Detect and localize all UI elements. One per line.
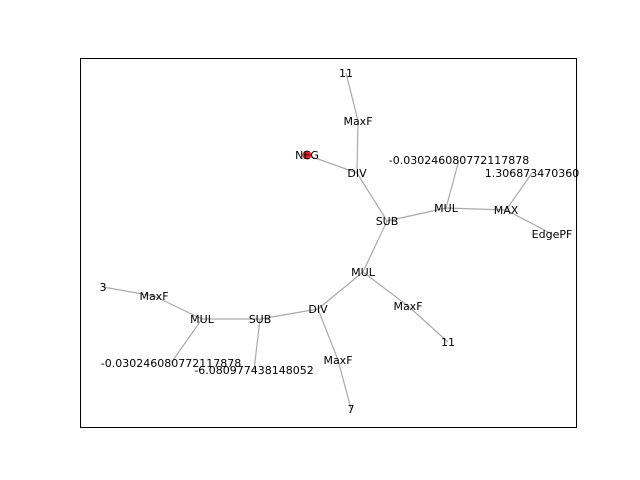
node-label-n-maxf-low: MaxF bbox=[323, 354, 352, 367]
edge-n_mul_mid-n_div_low bbox=[317, 271, 364, 310]
edge-n_max-n_edgepf bbox=[505, 209, 553, 235]
edge-n_maxf_right-n_11_right bbox=[407, 305, 449, 343]
highlight-node-marker bbox=[302, 150, 312, 160]
node-label-n-const-c: -6.080977438148052 bbox=[194, 364, 313, 377]
edge-n_sub_low-n_const_c bbox=[253, 318, 261, 371]
edge-n_mul_left-n_const_d bbox=[170, 318, 203, 364]
plot-frame bbox=[80, 58, 577, 428]
node-label-n-mul-mid: MUL bbox=[351, 266, 376, 279]
node-label-n-const-b: 1.306873470360 bbox=[485, 167, 579, 180]
node-label-n-3: 3 bbox=[100, 281, 107, 294]
node-label-n-11-right: 11 bbox=[441, 336, 455, 349]
node-label-n-neg: NEG bbox=[295, 149, 319, 162]
edge-n_div_top-n_neg bbox=[306, 154, 358, 174]
node-label-n-div-low: DIV bbox=[308, 303, 328, 316]
edge-n_max-n_const_b bbox=[505, 172, 533, 211]
node-label-n-mul-right: MUL bbox=[434, 202, 459, 215]
node-label-n-maxf-right: MaxF bbox=[393, 300, 422, 313]
edge-n_mul_right-n_max bbox=[445, 207, 507, 211]
node-label-n-maxf-left: MaxF bbox=[139, 290, 168, 303]
node-label-n-edgepf: EdgePF bbox=[532, 228, 573, 241]
edge-n_div_low-n_sub_low bbox=[259, 308, 319, 320]
edge-n_maxf_top-n_11_top bbox=[345, 72, 359, 122]
edge-n_div_low-n_maxf_low bbox=[317, 308, 339, 361]
label-layer: SUBDIVMaxF11NEGMUL-0.030246080772117878M… bbox=[100, 67, 580, 416]
edge-n_maxf_low-n_7 bbox=[337, 359, 352, 410]
edge-n_sub_root-n_mul_mid bbox=[362, 220, 388, 273]
edge-n_mul_mid-n_maxf_right bbox=[362, 271, 409, 307]
node-label-n-div-top: DIV bbox=[347, 167, 367, 180]
edge-n_sub_root-n_div_top bbox=[356, 172, 388, 222]
node-label-n-maxf-top: MaxF bbox=[343, 115, 372, 128]
edge-n_maxf_left-n_3 bbox=[102, 286, 155, 297]
edge-layer bbox=[102, 72, 553, 410]
node-label-n-7: 7 bbox=[348, 403, 355, 416]
node-label-n-const-d: -0.030246080772117878 bbox=[101, 357, 241, 370]
edge-n_div_top-n_maxf_top bbox=[356, 120, 359, 174]
node-label-n-sub-low: SUB bbox=[249, 313, 272, 326]
node-label-n-mul-left: MUL bbox=[190, 313, 215, 326]
edge-n_mul_left-n_maxf_left bbox=[153, 295, 203, 320]
edge-n_sub_root-n_mul_right bbox=[386, 207, 447, 222]
node-label-n-11-top: 11 bbox=[339, 67, 353, 80]
node-label-n-max: MAX bbox=[494, 204, 519, 217]
node-label-n-const-a: -0.030246080772117878 bbox=[389, 154, 529, 167]
edge-n_mul_right-n_const_a bbox=[445, 159, 460, 209]
marker-layer bbox=[302, 150, 312, 160]
node-label-n-sub-root: SUB bbox=[376, 215, 399, 228]
